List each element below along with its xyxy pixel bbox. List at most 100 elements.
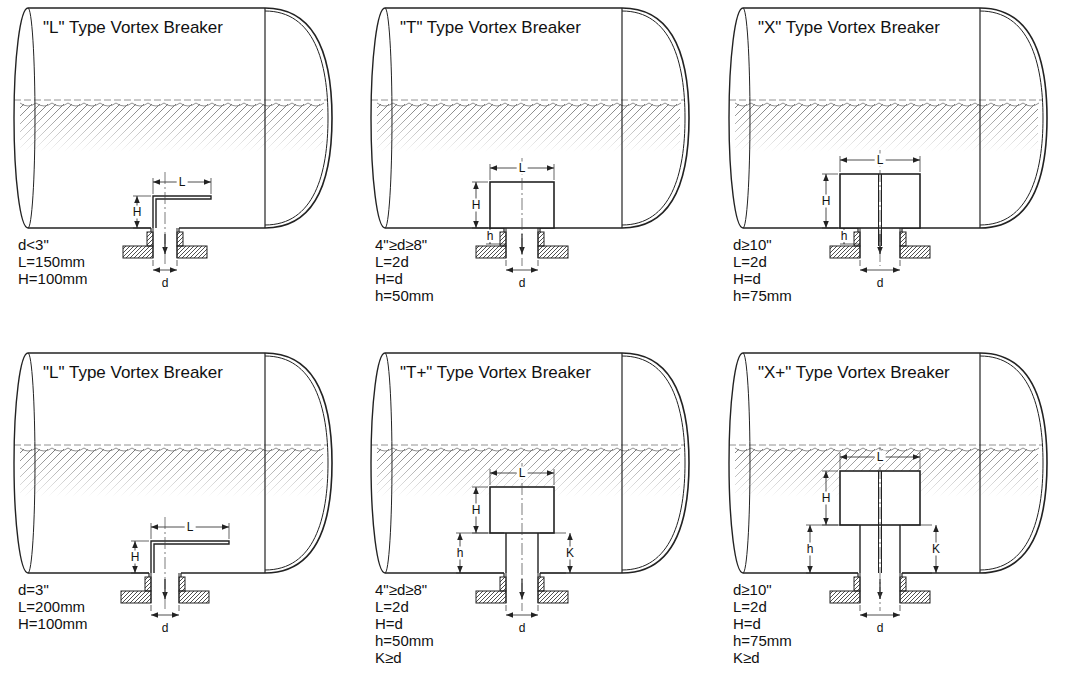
dimension-letter: H: [820, 492, 833, 505]
spec-note: H=d: [375, 270, 403, 287]
extension-line: [554, 469, 555, 485]
nozzle-bore: [860, 228, 861, 258]
shell-wall: [28, 7, 265, 9]
extension-line: [486, 244, 506, 245]
shell-wall: [28, 227, 151, 229]
spec-note: h=50mm: [375, 632, 434, 649]
cross-plate: [878, 471, 879, 573]
spec-note: L=200mm: [18, 598, 85, 615]
flange-hub: [177, 232, 183, 246]
nozzle-wall: [150, 228, 151, 232]
extension-line: [456, 573, 504, 574]
vessel-title: "L" Type Vortex Breaker: [43, 18, 223, 38]
shell-wall: [181, 572, 265, 574]
dimension-letter: d: [160, 277, 171, 290]
extension-line: [900, 260, 901, 266]
flange: [123, 246, 153, 258]
flange: [830, 246, 860, 258]
dimension-letter: d: [875, 277, 886, 290]
liquid-surface: [20, 448, 324, 451]
extension-line: [131, 573, 149, 574]
vessel-panel: [729, 353, 1047, 615]
extension-line: [538, 605, 539, 611]
extension-line: [133, 196, 151, 197]
flange: [179, 591, 209, 603]
extension-line: [920, 156, 921, 172]
center-line: [880, 150, 881, 266]
vessel-panel: [371, 8, 689, 270]
break-line: [729, 353, 743, 573]
shell-wall: [28, 572, 149, 574]
flange-hub: [854, 577, 860, 591]
flange-hub: [538, 232, 544, 246]
nozzle-bore: [151, 573, 152, 603]
l-vortex-breaker: [151, 541, 229, 573]
vessel-head: [265, 353, 332, 573]
dimension-letter: L: [177, 176, 188, 189]
dimension-letter: h: [839, 230, 850, 243]
liquid-level: [729, 445, 1043, 446]
shell-wall: [179, 227, 265, 229]
nozzle-bore: [179, 573, 180, 603]
vessel-panel: [729, 8, 1047, 270]
break-line: [385, 8, 392, 228]
tangent-line: [979, 353, 980, 573]
flange: [538, 591, 568, 603]
liquid-level: [371, 445, 685, 446]
break-line: [28, 8, 35, 228]
dimension-letter: K: [930, 543, 942, 556]
extension-line: [179, 605, 180, 611]
nozzle-wall: [901, 573, 902, 577]
vessel-title: "L" Type Vortex Breaker: [43, 363, 223, 383]
vessel-title: "X" Type Vortex Breaker: [758, 18, 940, 38]
liquid-level: [729, 100, 1043, 101]
flange-hub: [179, 577, 185, 591]
nozzle-bore: [900, 573, 901, 603]
extension-line: [860, 605, 861, 611]
vessel-title-box: "X" Type Vortex Breaker: [755, 16, 943, 40]
extension-line: [540, 533, 566, 534]
tangent-line: [621, 353, 622, 573]
nozzle-wall: [178, 228, 179, 232]
flange-hub: [900, 577, 906, 591]
extension-line: [153, 260, 154, 266]
cross-plate: [878, 174, 879, 246]
spec-note: d≥10": [733, 236, 772, 253]
spec-note: d<3": [18, 236, 49, 253]
liquid-level: [14, 100, 328, 101]
vessel-title-box: "T+" Type Vortex Breaker: [397, 361, 594, 385]
spec-note: H=100mm: [18, 615, 88, 632]
nozzle-wall: [180, 573, 181, 577]
dimension-line: [151, 615, 179, 616]
spec-note: H=d: [733, 615, 761, 632]
tangent-line: [264, 8, 265, 228]
nozzle-wall: [148, 573, 149, 577]
break-line: [385, 353, 392, 573]
spec-note: H=d: [733, 270, 761, 287]
shell-wall: [743, 7, 980, 9]
spec-note: L=2d: [375, 253, 409, 270]
spec-note: h=50mm: [375, 287, 434, 304]
vessel-title-box: "X+" Type Vortex Breaker: [755, 361, 953, 385]
extension-line: [506, 605, 507, 611]
shell-wall: [385, 352, 622, 354]
dimension-letter: d: [517, 277, 528, 290]
breaker-stem: [859, 525, 860, 573]
dimension-letter: L: [185, 521, 196, 534]
shell-wall: [385, 7, 622, 9]
liquid-hatch: [377, 104, 680, 152]
liquid-surface: [377, 103, 681, 106]
dimension-letter: d: [875, 622, 886, 635]
liquid-surface: [735, 448, 1039, 451]
spec-note: K≥d: [733, 649, 760, 666]
vessel-title: "X+" Type Vortex Breaker: [758, 363, 950, 383]
flange: [538, 246, 568, 258]
vessel-head: [265, 11, 328, 225]
dimension-letter: H: [470, 199, 483, 212]
liquid-level: [371, 100, 685, 101]
extension-line: [538, 260, 539, 266]
nozzle-bore: [506, 228, 507, 258]
shell-wall: [902, 572, 980, 574]
dimension-line: [860, 615, 900, 616]
break-line: [14, 353, 28, 573]
